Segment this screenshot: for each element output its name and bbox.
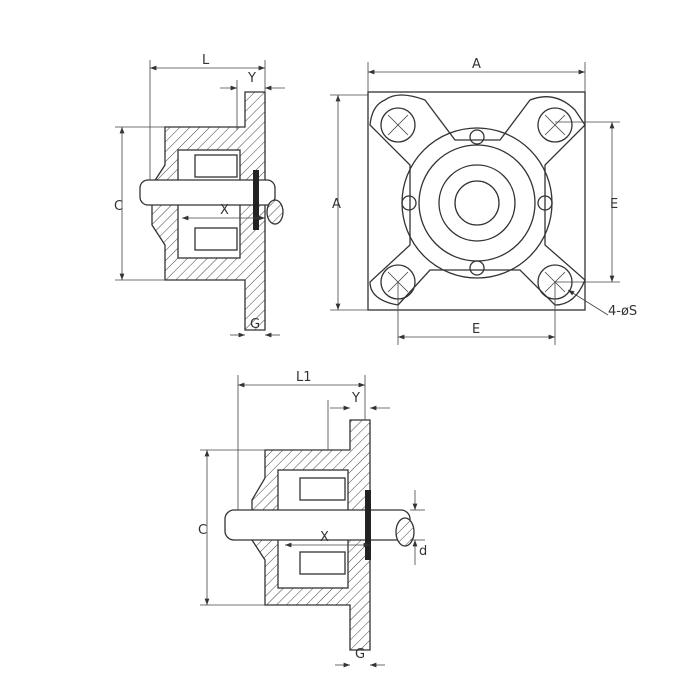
dim-E-right: E [610,197,618,212]
roller-bottom [194,227,238,251]
roller-bottom [299,551,346,575]
seal [253,170,259,230]
bottom-section-view: L1 Y C X d G [198,370,427,668]
seal [365,490,371,560]
shaft [224,509,411,541]
dim-G: G [355,647,365,662]
dim-Y: Y [247,71,256,86]
dim-A-left: A [332,197,341,212]
dim-G: G [250,317,260,332]
dim-A-top: A [472,57,481,72]
dim-C: C [198,523,207,538]
shaft-end [266,199,284,225]
top-section-view: L Y C X G [114,53,285,338]
housing-circle [401,127,553,279]
base-square [367,91,586,311]
shaft [139,179,276,206]
dim-C: C [114,199,123,214]
shaft-end [395,517,415,547]
dim-Y: Y [351,391,360,406]
roller-top [299,477,346,501]
bore [454,180,500,226]
dim-X: X [320,530,329,545]
flange-outline [369,94,586,306]
dim-E-bottom: E [472,322,480,337]
hub [438,164,516,242]
dim-L1: L1 [296,370,312,385]
grease-holes [401,129,553,276]
dim-L: L [202,53,210,68]
roller-top [194,154,238,178]
front-view: A A E E 4-øS [330,57,637,345]
dim-holes: 4-øS [608,304,637,319]
dim-d: d [419,544,427,559]
dim-X: X [220,203,229,218]
